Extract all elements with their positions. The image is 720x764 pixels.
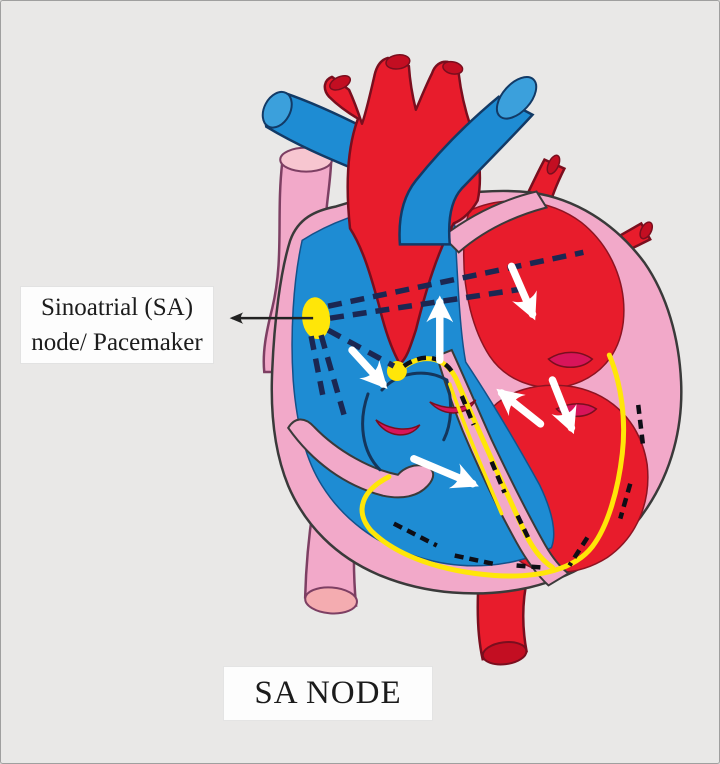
dash-bottom-mid <box>454 553 498 567</box>
impulse-ray-4 <box>318 334 347 416</box>
blood-flow-arrows <box>348 262 577 489</box>
dash-av-hook <box>402 355 457 378</box>
flow-arrow-left-atrium-down <box>507 262 537 321</box>
dash-apex <box>567 536 590 567</box>
sa-node <box>302 297 331 340</box>
sa-impulse-rays <box>308 249 584 416</box>
bundle-branch-inner <box>448 382 504 516</box>
impulse-ray-5 <box>308 335 326 398</box>
pulmonary-vein-right-opening <box>639 221 654 240</box>
flow-arrow-right-ventricle-right <box>410 455 479 489</box>
aorta-branch1-opening <box>329 74 352 91</box>
atrium-wall-band <box>441 190 549 254</box>
ivc-opening <box>304 586 358 615</box>
dash-septum-1 <box>459 395 476 426</box>
sa-node-callout: Sinoatrial (SA) node/ Pacemaker <box>21 287 213 363</box>
callout-line-1: Sinoatrial (SA) <box>40 294 194 321</box>
aorta-branch3-opening <box>442 60 464 75</box>
mitral-leaflet-1 <box>547 351 594 369</box>
pulmonary-vein-upper-opening <box>546 154 561 175</box>
flow-arrow-left-ventricle-upleft <box>496 388 545 428</box>
diagram-caption: SA NODE <box>224 667 432 720</box>
rpa-opening <box>261 90 293 129</box>
aorta-branch2-opening <box>385 54 411 70</box>
pulmonary-artery-opening <box>495 76 538 120</box>
dash-septum-2 <box>489 460 507 494</box>
dash-septum-3 <box>515 514 533 544</box>
tricuspid-leaflet-1 <box>375 419 421 436</box>
dash-bottom-mid2 <box>516 563 542 570</box>
callout-line-2: node/ Pacemaker <box>31 329 203 356</box>
purkinje-loop <box>359 352 627 579</box>
tricuspid-chord-left <box>361 392 382 472</box>
pulmonary-artery <box>398 76 538 246</box>
tricuspid-leaflet-2 <box>429 399 477 414</box>
descending-aorta <box>476 576 530 666</box>
caption-text: SA NODE <box>254 675 402 711</box>
impulse-ray-1 <box>327 249 584 309</box>
purkinje-dashes <box>392 355 646 570</box>
right-pulmonary-artery <box>261 90 374 173</box>
impulse-ray-3 <box>326 327 396 369</box>
dash-bottom-left <box>392 521 438 548</box>
flow-arrow-left-ventricle-down <box>548 376 577 435</box>
flow-arrow-right-atrium-down <box>348 346 388 389</box>
dash-right-upper <box>635 404 646 448</box>
descending-aorta-opening <box>481 641 528 666</box>
impulse-ray-2 <box>329 286 521 321</box>
left-atrium <box>462 200 625 389</box>
dash-right-lower <box>618 483 633 520</box>
